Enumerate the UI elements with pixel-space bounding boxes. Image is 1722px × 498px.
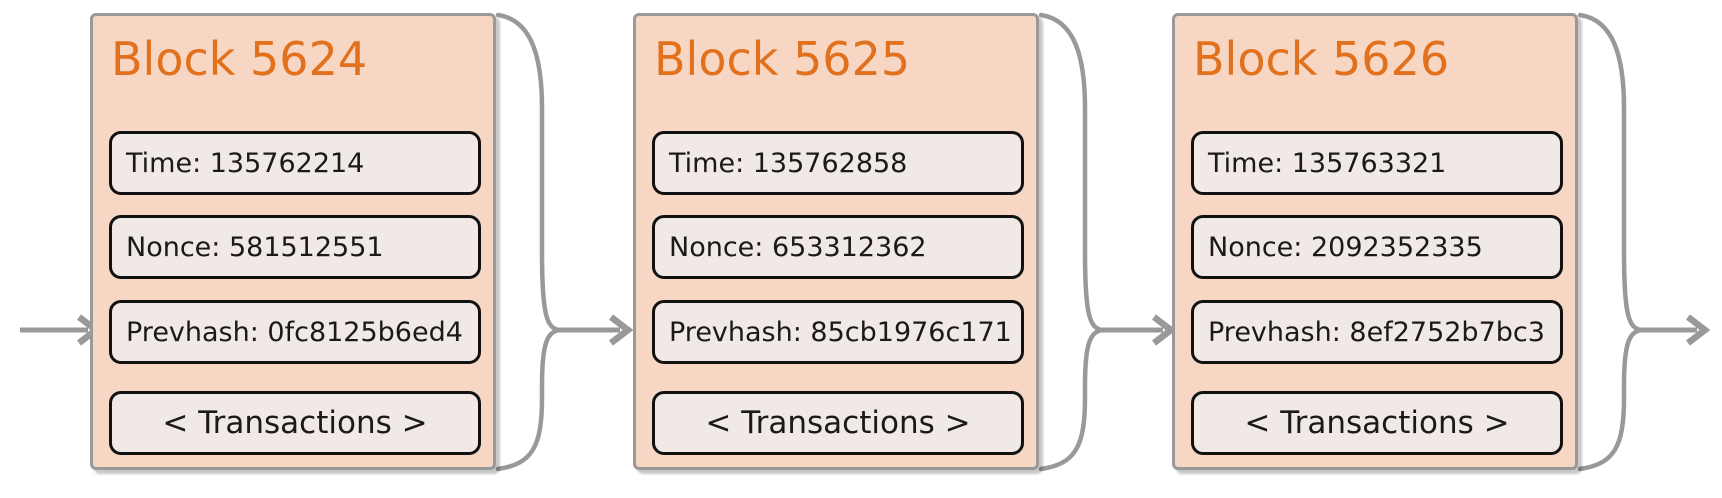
prevhash-field[interactable]: Prevhash: 85cb1976c171 (652, 300, 1024, 364)
transactions-button[interactable]: < Transactions > (1191, 391, 1563, 455)
nonce-field[interactable]: Nonce: 581512551 (109, 215, 481, 279)
transactions-button[interactable]: < Transactions > (652, 391, 1024, 455)
brace-connector-1 (495, 12, 634, 472)
block-title: Block 5625 (654, 32, 911, 86)
time-field[interactable]: Time: 135762214 (109, 131, 481, 195)
nonce-field[interactable]: Nonce: 2092352335 (1191, 215, 1563, 279)
transactions-button[interactable]: < Transactions > (109, 391, 481, 455)
time-field[interactable]: Time: 135762858 (652, 131, 1024, 195)
block-card-5625: Block 5625 Time: 135762858 Nonce: 653312… (633, 13, 1039, 470)
brace-connector-2 (1038, 12, 1177, 472)
prevhash-field[interactable]: Prevhash: 8ef2752b7bc3 (1191, 300, 1563, 364)
time-field[interactable]: Time: 135763321 (1191, 131, 1563, 195)
block-card-5624: Block 5624 Time: 135762214 Nonce: 581512… (90, 13, 496, 470)
prevhash-field[interactable]: Prevhash: 0fc8125b6ed4 (109, 300, 481, 364)
nonce-field[interactable]: Nonce: 653312362 (652, 215, 1024, 279)
brace-connector-3 (1577, 12, 1711, 472)
block-title: Block 5626 (1193, 32, 1450, 86)
block-title: Block 5624 (111, 32, 368, 86)
block-card-5626: Block 5626 Time: 135763321 Nonce: 209235… (1172, 13, 1578, 470)
incoming-arrow-icon (20, 314, 102, 346)
